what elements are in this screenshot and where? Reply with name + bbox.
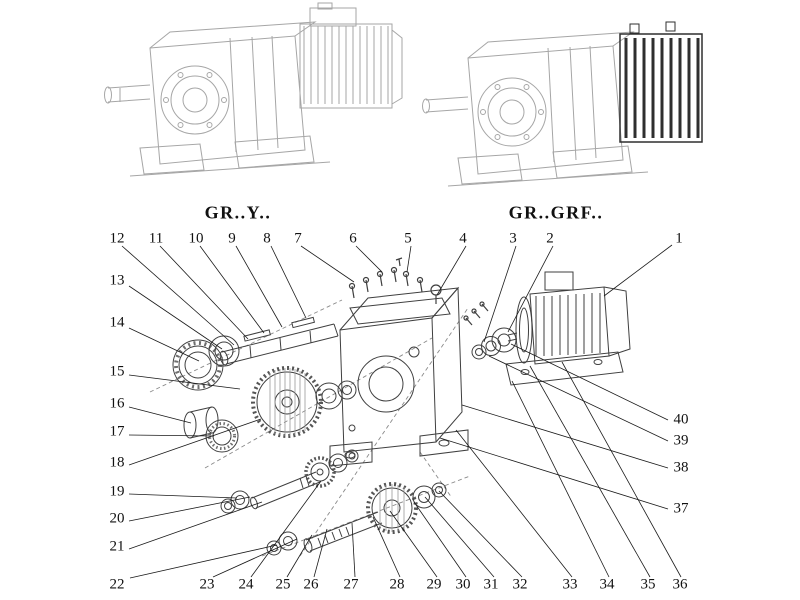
callout-12: 12 — [109, 230, 125, 247]
callout-4: 4 — [459, 230, 467, 247]
callout-32: 32 — [512, 576, 528, 593]
callout-2: 2 — [546, 230, 554, 247]
callout-30: 30 — [455, 576, 471, 593]
leader-lines — [121, 244, 682, 579]
callout-29: 29 — [426, 576, 442, 593]
callout-25: 25 — [275, 576, 291, 593]
callout-34: 34 — [599, 576, 615, 593]
callout-37: 37 — [673, 500, 689, 517]
callout-5: 5 — [404, 230, 412, 247]
callout-17: 17 — [109, 423, 125, 440]
callout-36: 36 — [672, 576, 688, 593]
callout-35: 35 — [640, 576, 656, 593]
callout-18: 18 — [109, 454, 125, 471]
callout-39: 39 — [673, 432, 689, 449]
callout-21: 21 — [109, 538, 125, 555]
variant-label-gr-y: GR..Y.. — [204, 202, 272, 223]
callout-14: 14 — [109, 314, 125, 331]
callout-33: 33 — [562, 576, 578, 593]
callout-28: 28 — [389, 576, 405, 593]
callout-20: 20 — [109, 510, 125, 527]
callout-38: 38 — [673, 459, 689, 476]
callout-16: 16 — [109, 395, 125, 412]
assembled-unit-right-drawing — [422, 21, 703, 187]
callout-40: 40 — [673, 411, 689, 428]
assembled-unit-left-drawing — [104, 2, 403, 177]
callout-31: 31 — [483, 576, 499, 593]
callout-6: 6 — [349, 230, 357, 247]
callout-11: 11 — [148, 230, 164, 247]
callout-24: 24 — [238, 576, 254, 593]
callout-13: 13 — [109, 272, 125, 289]
callout-7: 7 — [294, 230, 302, 247]
callout-1: 1 — [675, 230, 683, 247]
callout-26: 26 — [303, 576, 319, 593]
callout-10: 10 — [188, 230, 204, 247]
callout-23: 23 — [199, 576, 215, 593]
callout-9: 9 — [228, 230, 236, 247]
callout-22: 22 — [109, 576, 125, 593]
variant-label-gr-grf: GR..GRF.. — [508, 202, 604, 223]
callout-8: 8 — [263, 230, 271, 247]
callout-15: 15 — [109, 363, 125, 380]
callout-19: 19 — [109, 483, 125, 500]
callout-3: 3 — [509, 230, 517, 247]
callout-27: 27 — [343, 576, 359, 593]
